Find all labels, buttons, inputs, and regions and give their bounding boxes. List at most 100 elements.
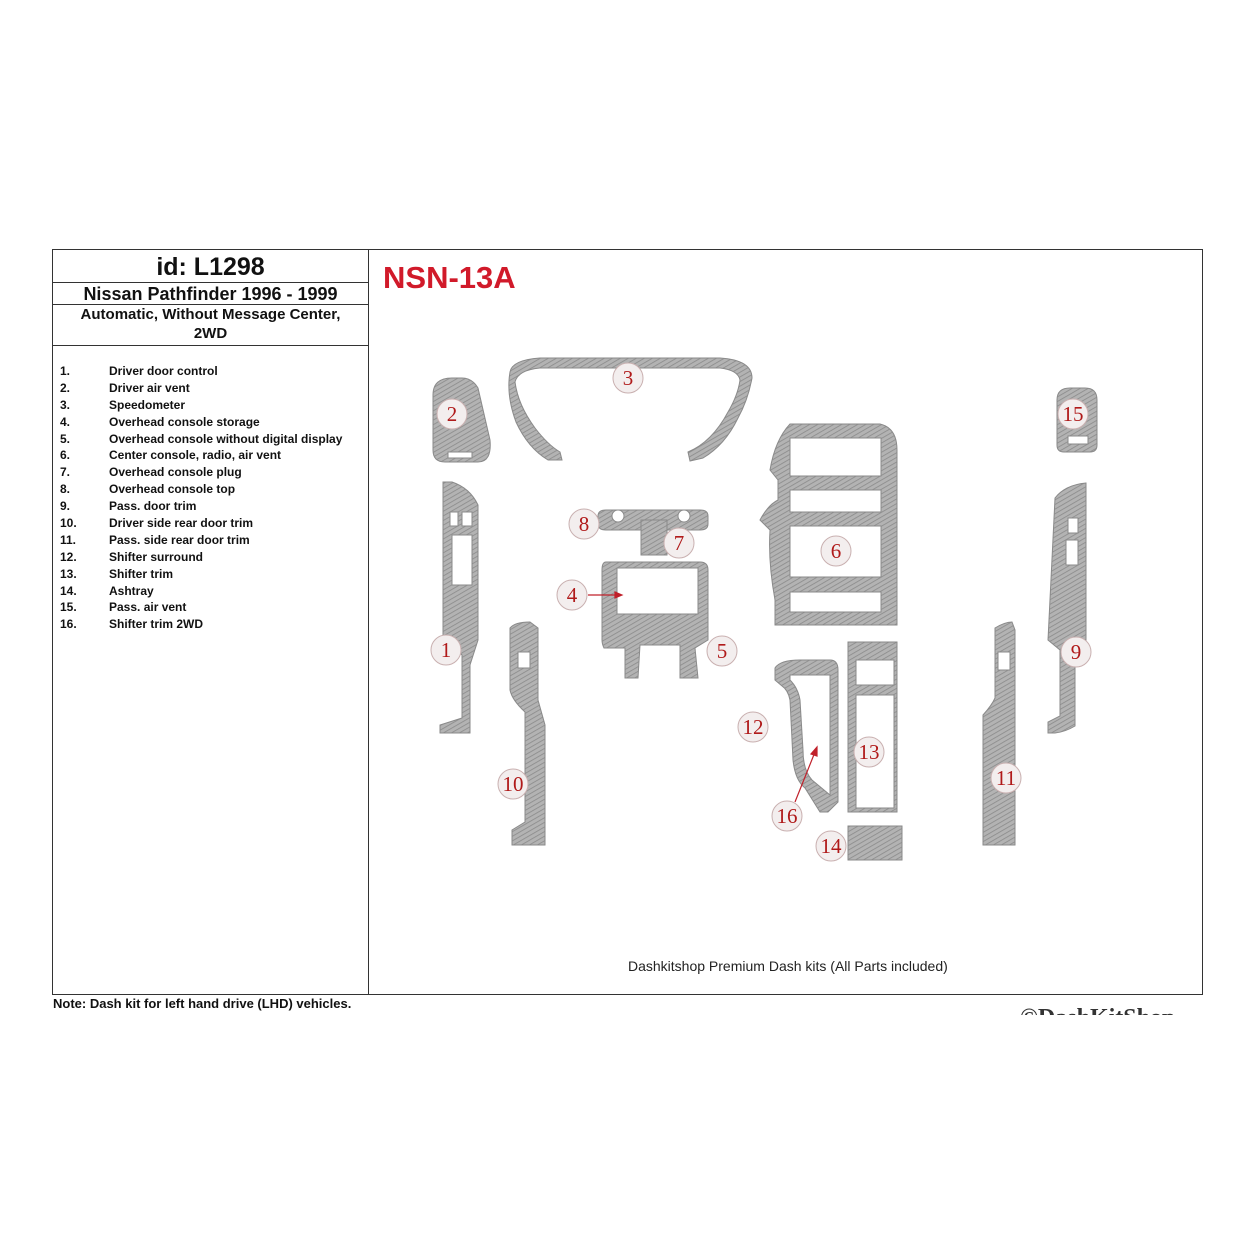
part-name: Center console, radio, air vent [109,448,282,463]
callout-number: 5 [717,639,728,663]
callout-number: 4 [567,583,578,607]
part-name: Pass. side rear door trim [109,532,250,547]
callout-circle [1060,636,1092,668]
parts-list-item: 9. Pass. door trim [60,498,342,515]
part-driver-rear-door-trim [509,621,546,846]
callout-8: 8 [568,508,600,540]
callout-circle [436,398,468,430]
callout-number: 8 [579,512,590,536]
parts-list-item: 15. Pass. air vent [60,599,342,616]
callout-number: 11 [996,766,1016,790]
part-name: Pass. door trim [109,499,197,514]
part-number: 12. [60,549,77,564]
callout-12: 12 [737,711,769,743]
callout-number: 14 [821,834,843,858]
callout-11: 11 [990,762,1022,794]
callout-circle [612,362,644,394]
part-number: 14. [60,583,77,598]
callout-circle [815,830,847,862]
part-name: Driver side rear door trim [109,516,254,531]
footer-text: Dashkitshop Premium Dash kits (All Parts… [628,958,948,974]
info-panel: id: L1298 Nissan Pathfinder 1996 - 1999 … [53,250,369,994]
part-number: 3. [60,397,71,412]
callout-14: 14 [815,830,847,862]
callout-number: 16 [777,804,798,828]
part-number: 10. [60,516,77,531]
callout-15: 15 [1057,398,1089,430]
part-overhead-console-plug [640,519,668,556]
brand-logo: ©DashKitShop [1020,1006,1180,1015]
part-ashtray [847,825,903,861]
callout-number: 12 [743,715,764,739]
callout-circle [663,527,695,559]
parts-list-item: 12. Shifter surround [60,549,342,566]
parts-list-item: 13. Shifter trim [60,566,342,583]
part-name: Shifter trim [109,566,174,581]
parts-list-item: 10. Driver side rear door trim [60,515,342,532]
part-shifter-surround [774,659,839,813]
callout-circle [853,736,885,768]
part-overhead-console-storage [601,561,709,679]
part-number: 9. [60,499,71,514]
callout-16: 16 [771,800,803,832]
part-number: 13. [60,566,77,581]
callout-10: 10 [497,768,529,800]
vehicle-model: Nissan Pathfinder 1996 - 1999 [53,283,368,305]
part-name: Overhead console plug [109,465,242,480]
callout-number: 2 [447,402,458,426]
part-name: Overhead console without digital display [109,431,343,446]
callout-number: 7 [674,531,685,555]
callout-circle [737,711,769,743]
callout-4: 4 [556,579,588,611]
part-pass-door-trim [1047,482,1087,734]
callout-number: 1 [441,638,452,662]
callout-circle [1057,398,1089,430]
callout-number: 3 [623,366,634,390]
part-driver-door-control [439,481,479,734]
part-name: Ashtray [109,583,154,598]
callout-number: 9 [1071,640,1082,664]
callout-3: 3 [612,362,644,394]
callout-6: 6 [820,535,852,567]
part-number: 4. [60,414,71,429]
part-name: Driver door control [109,364,218,378]
part-number: 7. [60,465,71,480]
callout-1: 1 [430,634,462,666]
variant-line-1: Automatic, Without Message Center, [80,306,341,323]
callout-circle [771,800,803,832]
callout-5: 5 [706,635,738,667]
callout-circle [430,634,462,666]
parts-list-item: 16.Shifter trim 2WD [60,616,342,633]
kit-sheet: id: L1298 Nissan Pathfinder 1996 - 1999 … [52,249,1203,995]
part-number: 15. [60,600,77,615]
parts-list-item: 7. Overhead console plug [60,464,342,481]
callout-circle [568,508,600,540]
part-name: Shifter surround [109,549,204,564]
callout-number: 6 [831,539,842,563]
callout-circle [990,762,1022,794]
part-name: Driver air vent [109,380,190,395]
vehicle-variant: Automatic, Without Message Center, 2WD [53,305,368,346]
kit-code: NSN-13A [383,260,516,295]
leader-16-arrowhead [809,745,818,757]
kit-id: id: L1298 [53,250,368,283]
parts-list-item: 3.Speedometer [60,397,342,414]
part-pass-rear-door-trim [982,621,1016,846]
leader-4-arrowhead [614,591,624,599]
brand-logo-text: ©DashKitShop [1020,1006,1180,1015]
leader-16 [794,751,816,803]
parts-list-item: 1. Driver door control [60,363,342,380]
part-number: 1. [60,364,71,378]
part-center-console [759,423,898,626]
callout-number: 13 [859,740,880,764]
callout-circle [706,635,738,667]
callout-circle [556,579,588,611]
part-number: 2. [60,380,71,395]
lhd-note: Note: Dash kit for left hand drive (LHD)… [53,996,352,1011]
part-speedometer [508,357,753,462]
parts-list-item: 5.Overhead console without digital displ… [60,431,342,448]
parts-list-item: 6.Center console, radio, air vent [60,447,342,464]
part-name: Overhead console storage [109,414,260,429]
part-name: Pass. air vent [109,600,187,615]
variant-line-2: 2WD [193,325,228,342]
